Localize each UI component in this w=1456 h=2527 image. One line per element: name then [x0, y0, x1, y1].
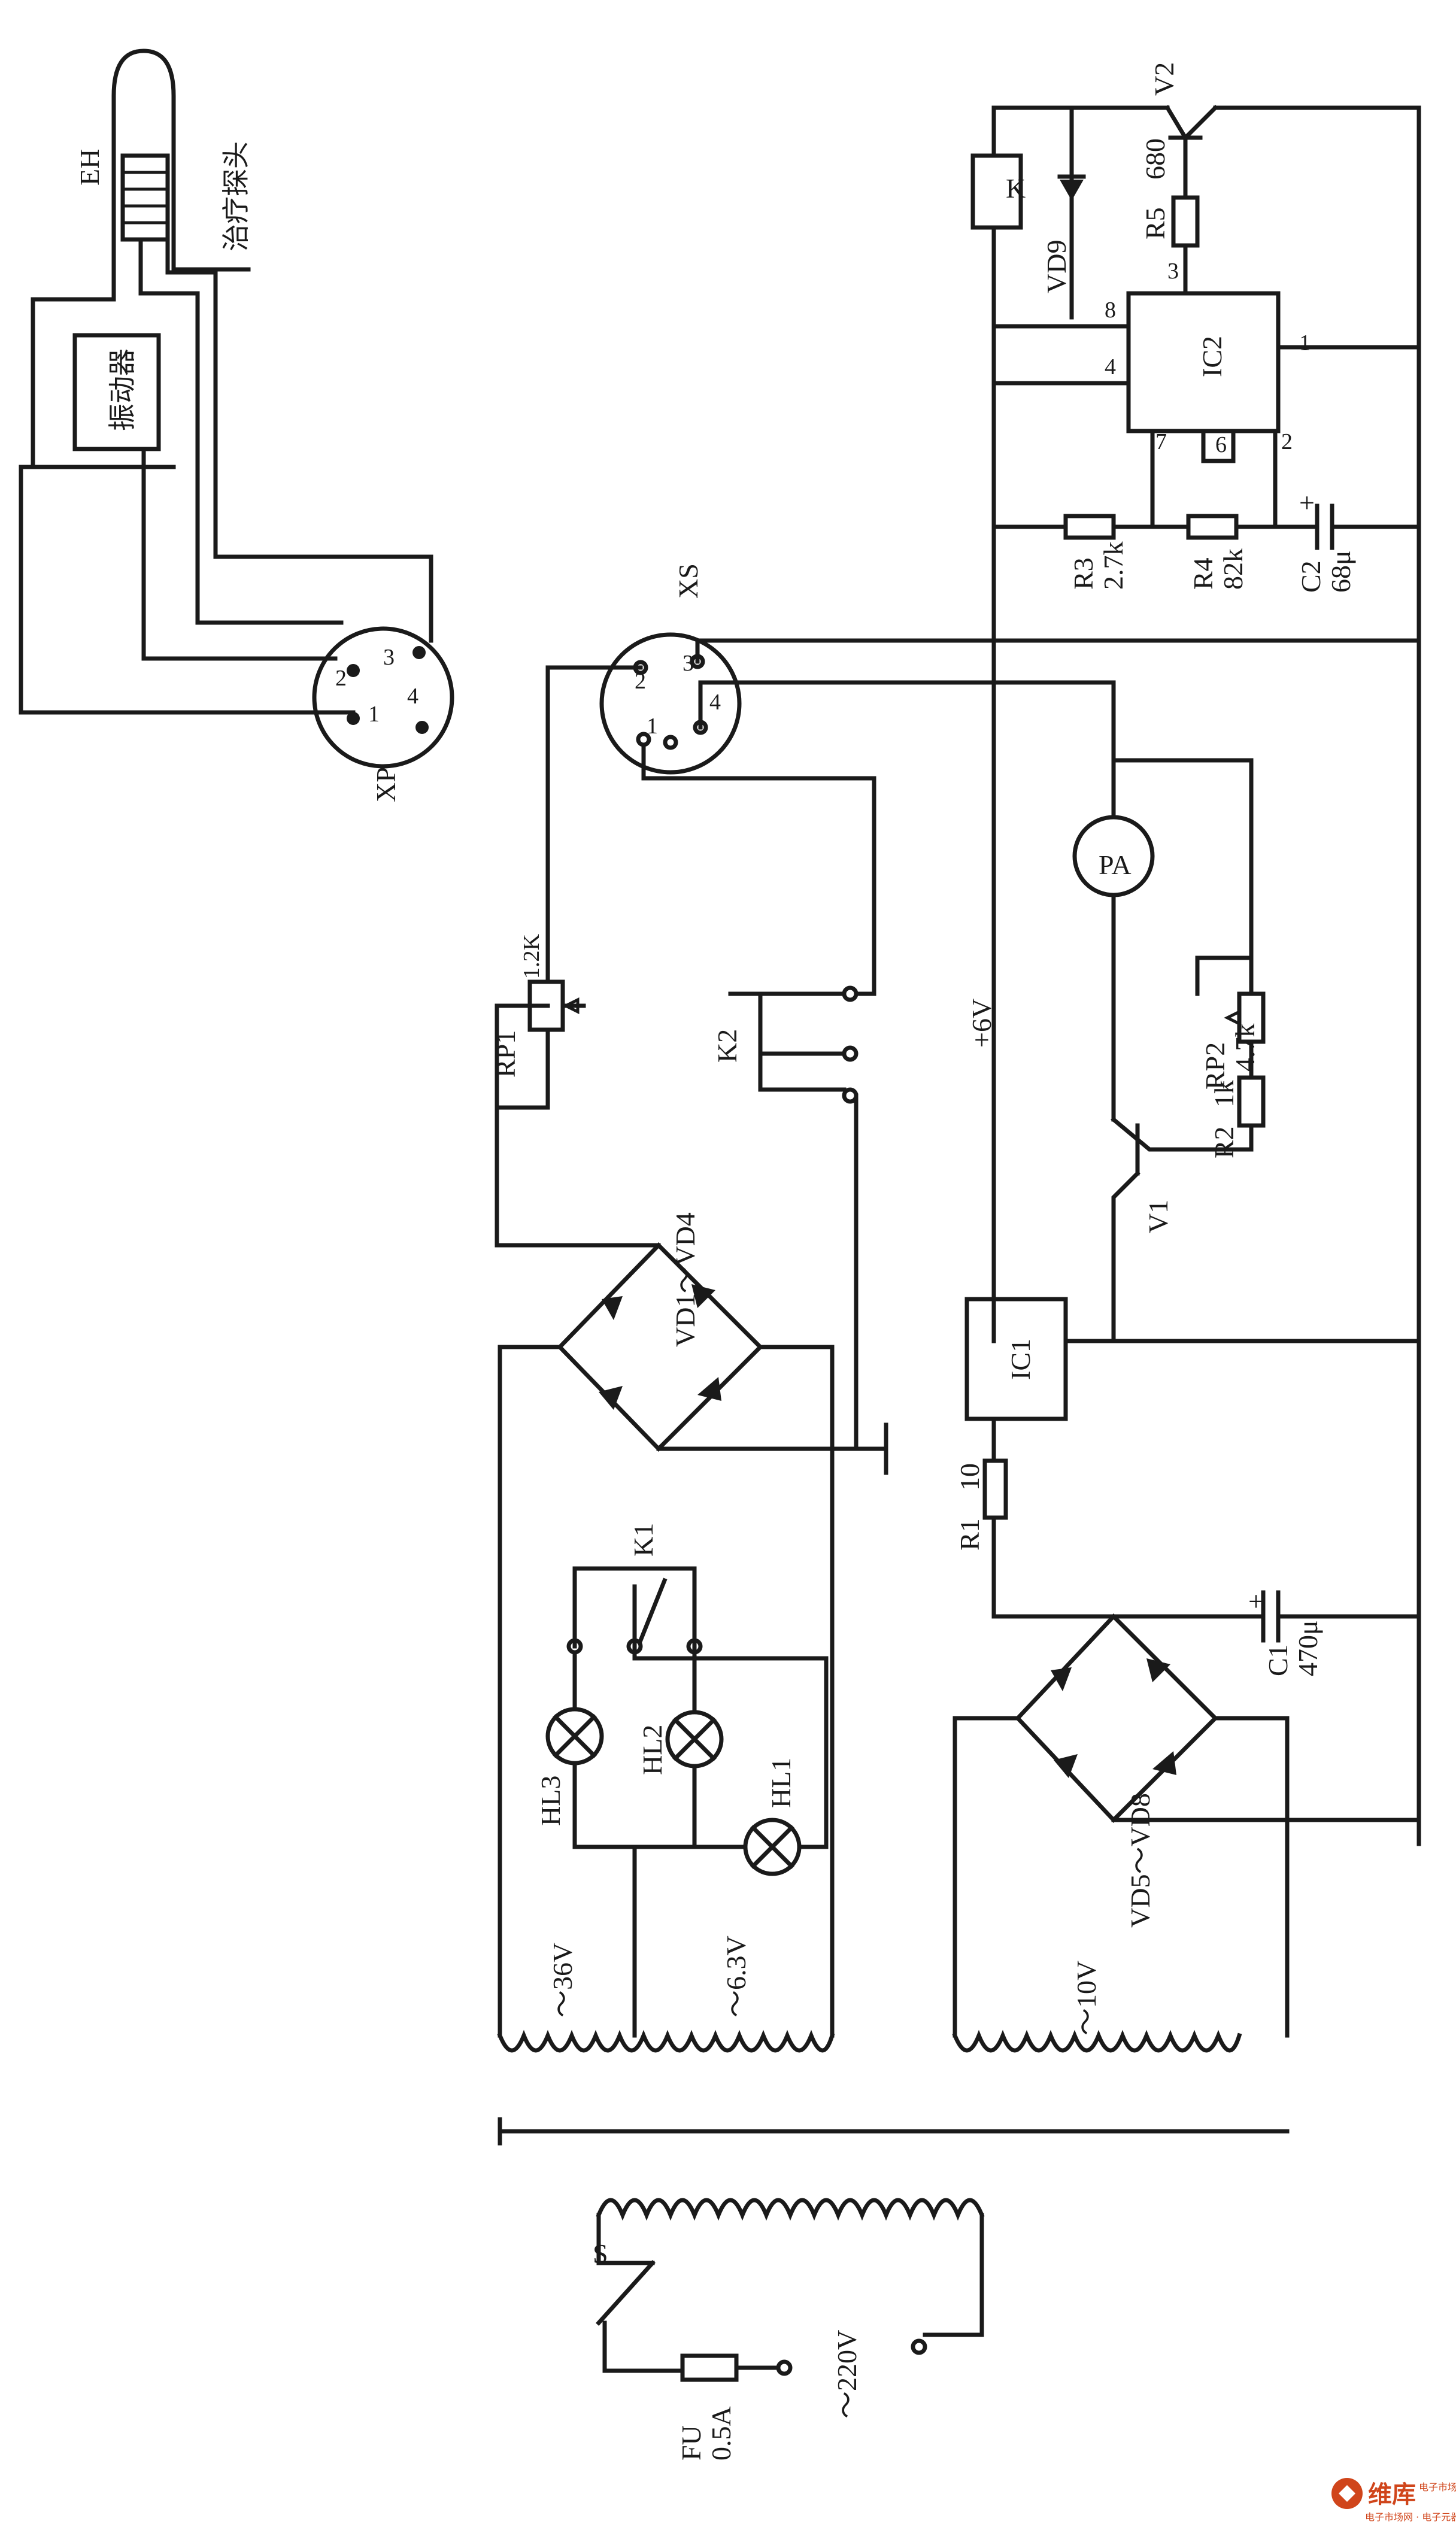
treatment-probe	[19, 48, 433, 715]
bridge-upper-ref: VD1～VD4	[670, 1212, 700, 1347]
rp2-value: 4.7k	[1230, 1024, 1260, 1072]
v2-ref: V2	[1149, 62, 1179, 96]
r4-resistor	[1186, 514, 1239, 540]
xs-pin-2: 2	[635, 669, 646, 694]
hl1-ref: HL1	[766, 1758, 796, 1808]
switch-s-ref: S	[593, 2238, 608, 2269]
bridge-lower-ref: VD5～VD8	[1125, 1793, 1155, 1928]
ic2-pin-4: 4	[1105, 354, 1116, 380]
r1-ref: R1	[954, 1518, 985, 1551]
rp2-ref: RP2	[1200, 1042, 1230, 1090]
sec-36v-label: ～36V	[547, 1943, 578, 2018]
xs-pin-4: 4	[709, 690, 721, 715]
ic1-ref: IC1	[1005, 1339, 1036, 1380]
meter-circuit	[698, 680, 1266, 1343]
fuse-fu	[680, 2353, 739, 2382]
vibrator-box	[72, 333, 161, 451]
r5-ref: R5	[1140, 207, 1170, 239]
k2-ref: K2	[712, 1029, 742, 1063]
v1-ref: V1	[1143, 1200, 1173, 1233]
k-ref: K	[1006, 173, 1026, 204]
c1-polarity: +	[1248, 1586, 1264, 1616]
r4-ref: R4	[1188, 557, 1218, 590]
xp-pin-1: 1	[368, 702, 380, 727]
sec-6v3-label: ～6.3V	[721, 1936, 751, 2018]
ic1-chip	[964, 1297, 1068, 1421]
r1-resistor	[982, 1458, 1008, 1520]
xp-pin-3: 3	[383, 645, 395, 670]
r3-value: 2.7k	[1098, 542, 1129, 590]
c2-polarity: +	[1299, 487, 1315, 518]
lamp-circuit	[545, 1566, 829, 1960]
ic2-ref: IC2	[1197, 336, 1227, 377]
power-supply-6v	[952, 1297, 1421, 2053]
watermark-brand: 维库	[1368, 2481, 1416, 2508]
k1-ref: K1	[628, 1523, 659, 1557]
r2-value: 1k	[1209, 1080, 1239, 1108]
fuse-value: 0.5A	[706, 2406, 736, 2461]
r5-value: 680	[1140, 138, 1170, 180]
xp-pin-2: 2	[335, 666, 347, 691]
r3-ref: R3	[1068, 557, 1099, 590]
transformer-primary	[498, 2117, 1290, 2382]
ic2-pin-6: 6	[1215, 432, 1227, 457]
c1-ref: C1	[1263, 1644, 1293, 1676]
ic2-pin-7: 7	[1155, 429, 1167, 454]
vd9-ref: VD9	[1041, 240, 1072, 293]
hl3-ref: HL3	[535, 1776, 566, 1826]
hl2-ref: HL2	[637, 1725, 668, 1775]
ic2-pin-3: 3	[1167, 259, 1179, 284]
sec-10v-label: ～10V	[1071, 1961, 1102, 2035]
r2-resistor	[1237, 1075, 1266, 1128]
watermark-sub: 电子市场网	[1419, 2482, 1456, 2493]
mains-label: ～220V	[832, 2330, 862, 2419]
r3-resistor	[1063, 514, 1116, 540]
xp-pin-4: 4	[407, 684, 418, 709]
xp-label: XP	[371, 767, 401, 802]
xp-connector	[312, 626, 454, 769]
rp1-ref: RP1	[490, 1030, 521, 1078]
c1-value: 470μ	[1293, 1620, 1323, 1676]
watermark-logo	[1331, 2478, 1363, 2509]
r5-resistor	[1171, 195, 1200, 248]
watermark-tag: 电子市场网 · 电子元器件交易网	[1365, 2511, 1456, 2523]
ic2-pin-8: 8	[1105, 298, 1116, 323]
rp1-value: 1.2K	[519, 934, 544, 979]
c2-ref: C2	[1296, 560, 1326, 593]
probe-name-label: 治疗探头	[220, 141, 252, 251]
relay-k	[970, 153, 1023, 230]
ic2-pin-2: 2	[1281, 429, 1293, 454]
vibrator-label: 振动器	[106, 348, 138, 431]
secondary-36v-6v3	[497, 1955, 835, 2053]
xs-pin-1: 1	[647, 714, 658, 739]
ic2-pin-1: 1	[1299, 330, 1311, 356]
upper-circuit-wiring	[495, 665, 888, 1960]
v6-rail-label: +6V	[966, 999, 997, 1048]
c2-value: 68μ	[1325, 550, 1356, 593]
r1-value: 10	[954, 1463, 985, 1491]
r2-ref: R2	[1209, 1126, 1239, 1158]
xs-label: XS	[673, 563, 703, 599]
pa-ref: PA	[1099, 850, 1132, 880]
eh-label: EH	[74, 149, 105, 186]
heater-element-eh	[120, 153, 170, 242]
fuse-ref: FU	[676, 2425, 706, 2461]
r4-value: 82k	[1218, 548, 1248, 590]
timer-circuit	[695, 105, 1421, 1822]
xs-pin-3: 3	[682, 651, 694, 676]
